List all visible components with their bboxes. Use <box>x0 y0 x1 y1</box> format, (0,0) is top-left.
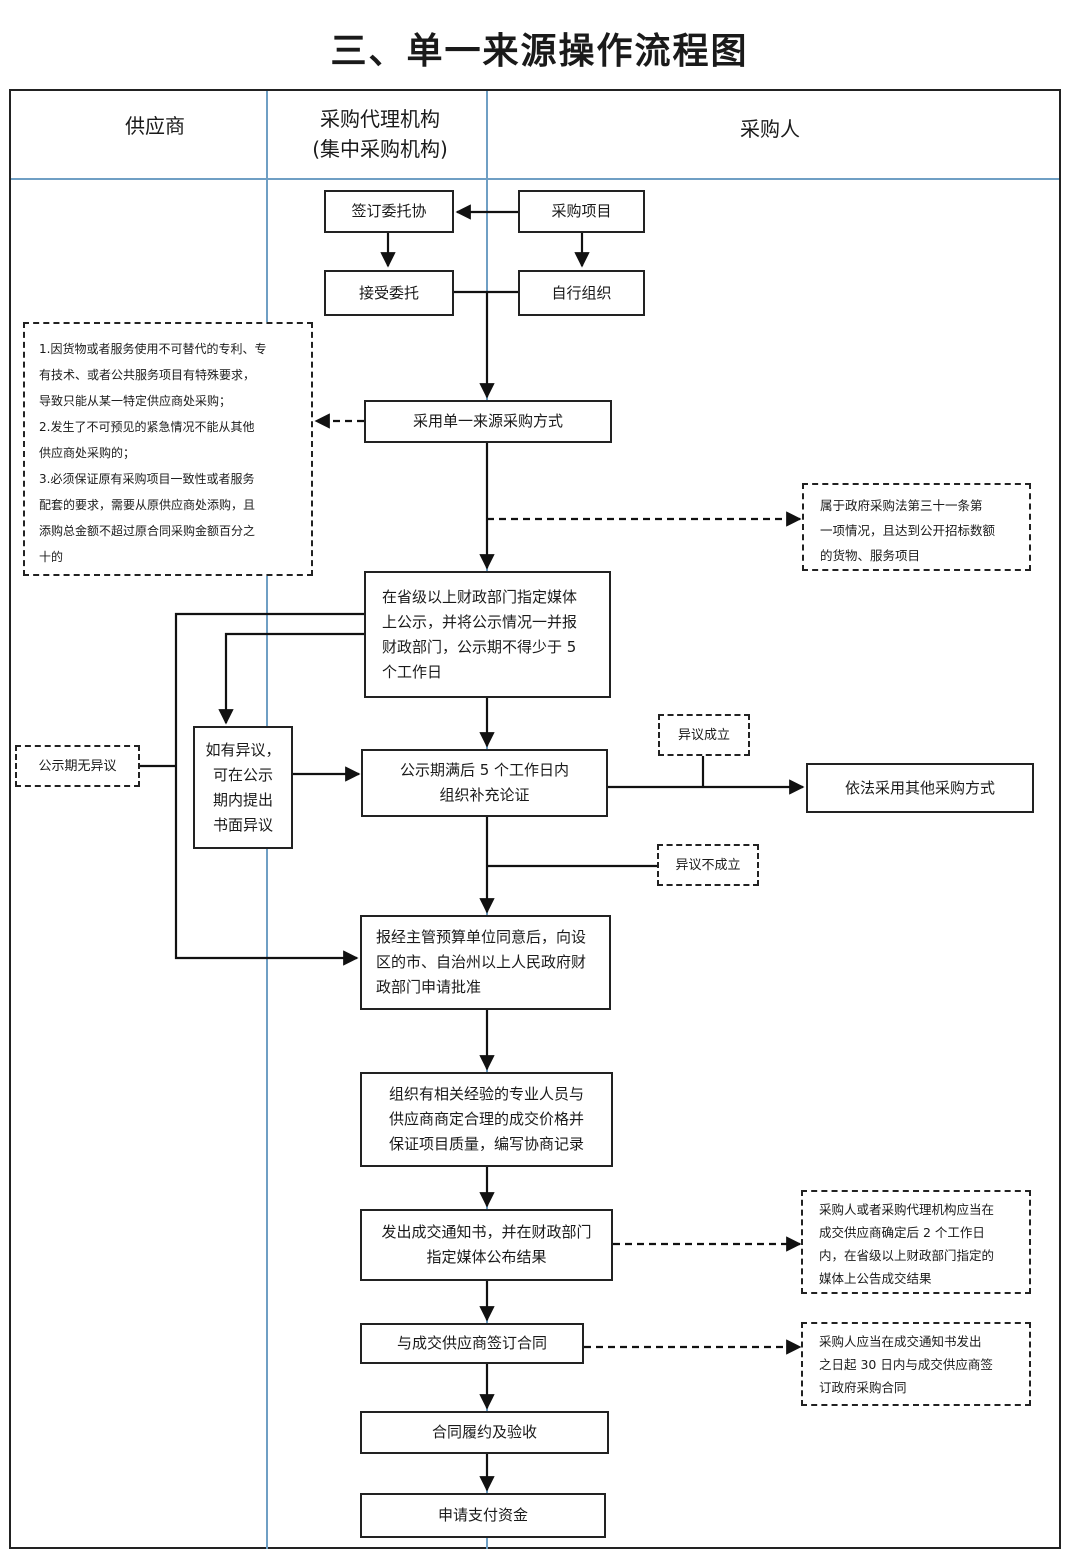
law-item-line-1: 属于政府采购法第三十一条第 <box>820 498 983 513</box>
conditions-line-3: 导致只能从某一特定供应商处采购； <box>39 394 232 408</box>
contract-rule-line-2: 之日起 30 日内与成交供应商签 <box>819 1357 993 1372</box>
law-item-line-2: 一项情况，且达到公开招标数额 <box>820 523 996 538</box>
page-title: 三、单一来源操作流程图 <box>330 30 749 72</box>
box-publicize: 在省级以上财政部门指定媒体 上公示，并将公示情况一并报 财政部门，公示期不得少于… <box>364 571 611 698</box>
box-approval: 报经主管预算单位同意后，向设 区的市、自治州以上人民政府财 政部门申请批准 <box>360 915 611 1010</box>
conditions-line-8: 添购总金额不超过原合同采购金额百分之 <box>39 524 256 538</box>
box-sign-entrust: 签订委托协 <box>324 190 454 233</box>
notice-rule-line-4: 媒体上公告成交结果 <box>819 1271 932 1286</box>
publicize-line-4: 个工作日 <box>382 662 443 681</box>
approval-line-2: 区的市、自治州以上人民政府财 <box>376 953 587 971</box>
box-supplement: 公示期满后 5 个工作日内 组织补充论证 <box>361 749 608 817</box>
box-notice: 发出成交通知书，并在财政部门 指定媒体公布结果 <box>360 1209 613 1281</box>
notice-line-2: 指定媒体公布结果 <box>426 1248 547 1266</box>
note-no-objection: 公示期无异议 <box>15 745 140 787</box>
box-adopt-single-source: 采用单一来源采购方式 <box>364 400 612 443</box>
conditions-line-6: 3.必须保证原有采购项目一致性或者服务 <box>39 472 255 486</box>
box-project: 采购项目 <box>518 190 645 233</box>
box-payment: 申请支付资金 <box>360 1493 606 1538</box>
note-notice-rule: 采购人或者采购代理机构应当在 成交供应商确定后 2 个工作日 内，在省级以上财政… <box>801 1190 1031 1294</box>
notice-rule-line-3: 内，在省级以上财政部门指定的 <box>819 1248 995 1263</box>
lane-header-agency: 采购代理机构 (集中采购机构) <box>290 104 470 164</box>
note-objection-invalid: 异议不成立 <box>657 844 759 886</box>
note-objection-valid: 异议成立 <box>658 714 750 756</box>
note-contract-rule: 采购人应当在成交通知书发出 之日起 30 日内与成交供应商签 订政府采购合同 <box>801 1322 1031 1406</box>
arrow-no-objection-to-approval <box>174 612 364 966</box>
notice-rule-line-1: 采购人或者采购代理机构应当在 <box>819 1202 995 1217</box>
negotiate-line-3: 保证项目质量，编写协商记录 <box>388 1135 584 1153</box>
arrow-publicize-to-objection <box>218 632 364 725</box>
lane-header-separator <box>11 178 1059 180</box>
box-self-organize: 自行组织 <box>518 270 645 316</box>
lane-header-agency-line1: 采购代理机构 <box>320 107 440 131</box>
objection-line-4: 书面异议 <box>212 815 273 834</box>
law-item-line-3: 的货物、服务项目 <box>820 548 921 563</box>
negotiate-line-1: 组织有相关经验的专业人员与 <box>388 1085 584 1103</box>
conditions-line-2: 有技术、或者公共服务项目有特殊要求， <box>39 368 256 382</box>
lane-header-purchaser: 采购人 <box>740 117 800 141</box>
supplement-line-1: 公示期满后 5 个工作日内 <box>399 761 570 779</box>
box-contract: 与成交供应商签订合同 <box>360 1323 584 1364</box>
box-negotiate: 组织有相关经验的专业人员与 供应商商定合理的成交价格并 保证项目质量，编写协商记… <box>360 1072 613 1167</box>
lane-header-agency-line2: (集中采购机构) <box>312 137 448 161</box>
box-accept-entrust: 接受委托 <box>324 270 454 316</box>
conditions-line-4: 2.发生了不可预见的紧急情况不能从其他 <box>39 420 255 434</box>
contract-rule-line-3: 订政府采购合同 <box>819 1380 907 1395</box>
box-objection: 如有异议， 可在公示 期内提出 书面异议 <box>193 726 293 849</box>
objection-line-1: 如有异议， <box>205 740 281 759</box>
publicize-line-1: 在省级以上财政部门指定媒体 <box>382 587 578 606</box>
contract-rule-line-1: 采购人应当在成交通知书发出 <box>819 1334 982 1349</box>
notice-line-1: 发出成交通知书，并在财政部门 <box>381 1223 592 1241</box>
conditions-line-7: 配套的要求，需要从原供应商处添购，且 <box>39 498 256 512</box>
approval-line-1: 报经主管预算单位同意后，向设 <box>376 928 587 946</box>
lane-header-supplier: 供应商 <box>125 114 185 138</box>
notice-rule-line-2: 成交供应商确定后 2 个工作日 <box>819 1225 985 1240</box>
note-law-item: 属于政府采购法第三十一条第 一项情况，且达到公开招标数额 的货物、服务项目 <box>802 483 1031 571</box>
box-perform: 合同履约及验收 <box>360 1411 609 1454</box>
conditions-line-1: 1.因货物或者服务使用不可替代的专利、专 <box>39 342 267 356</box>
publicize-line-2: 上公示，并将公示情况一并报 <box>382 612 578 631</box>
conditions-line-5: 供应商处采购的； <box>39 446 136 460</box>
objection-line-3: 期内提出 <box>212 790 273 809</box>
approval-line-3: 政部门申请批准 <box>376 978 482 996</box>
note-conditions: 1.因货物或者服务使用不可替代的专利、专 有技术、或者公共服务项目有特殊要求， … <box>23 322 313 576</box>
conditions-line-9: 十的 <box>39 550 64 564</box>
box-other-method: 依法采用其他采购方式 <box>806 763 1034 813</box>
publicize-line-3: 财政部门，公示期不得少于 5 <box>382 637 577 656</box>
diagram-frame <box>9 89 1061 1549</box>
supplement-line-2: 组织补充论证 <box>439 786 530 804</box>
objection-line-2: 可在公示 <box>212 765 273 784</box>
negotiate-line-2: 供应商商定合理的成交价格并 <box>388 1110 584 1128</box>
